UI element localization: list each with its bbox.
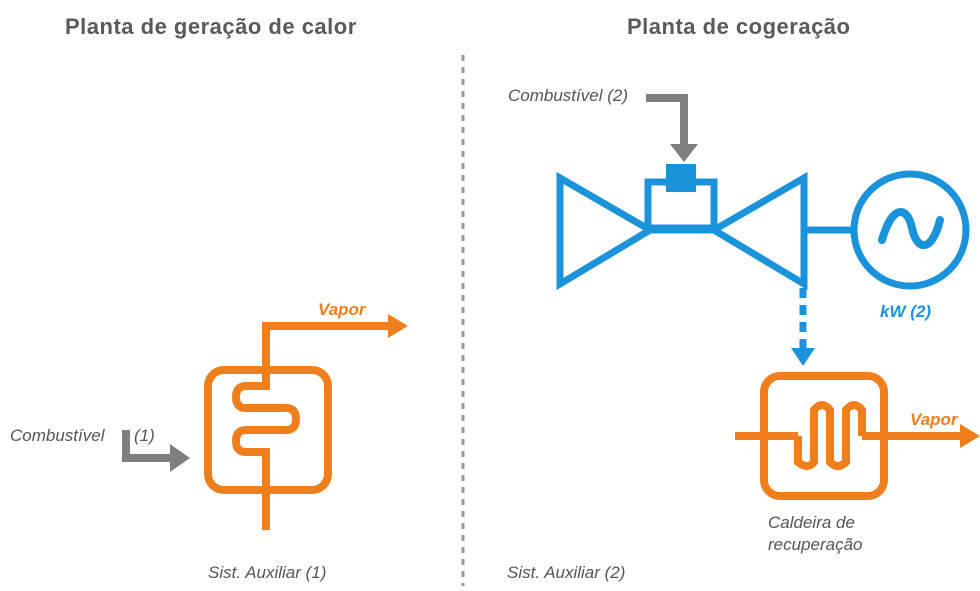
power-output-label: kW (2) (880, 302, 931, 321)
right-system-label: Sist. Auxiliar (2) (507, 563, 626, 582)
boiler-icon (204, 314, 408, 530)
fuel-arrow-right (646, 94, 698, 162)
right-fuel-label: Combustível (2) (508, 86, 628, 105)
right-steam-label: Vapor (910, 410, 958, 429)
exhaust-arrow (791, 288, 815, 366)
boiler-label-line1: Caldeira de (768, 513, 855, 532)
left-fuel-ref: (1) (134, 426, 155, 445)
boiler-label-line2: recuperação (768, 535, 863, 554)
left-steam-label: Vapor (318, 300, 366, 319)
gas-turbine-icon (556, 164, 854, 291)
heat-recovery-boiler-icon (735, 372, 980, 500)
generator-icon (850, 170, 970, 290)
left-panel-title: Planta de geração de calor (65, 14, 357, 39)
right-panel-title: Planta de cogeração (627, 14, 851, 39)
left-system-label: Sist. Auxiliar (1) (208, 563, 327, 582)
fuel-arrow-left (122, 430, 190, 472)
left-fuel-label: Combustível (10, 426, 105, 445)
